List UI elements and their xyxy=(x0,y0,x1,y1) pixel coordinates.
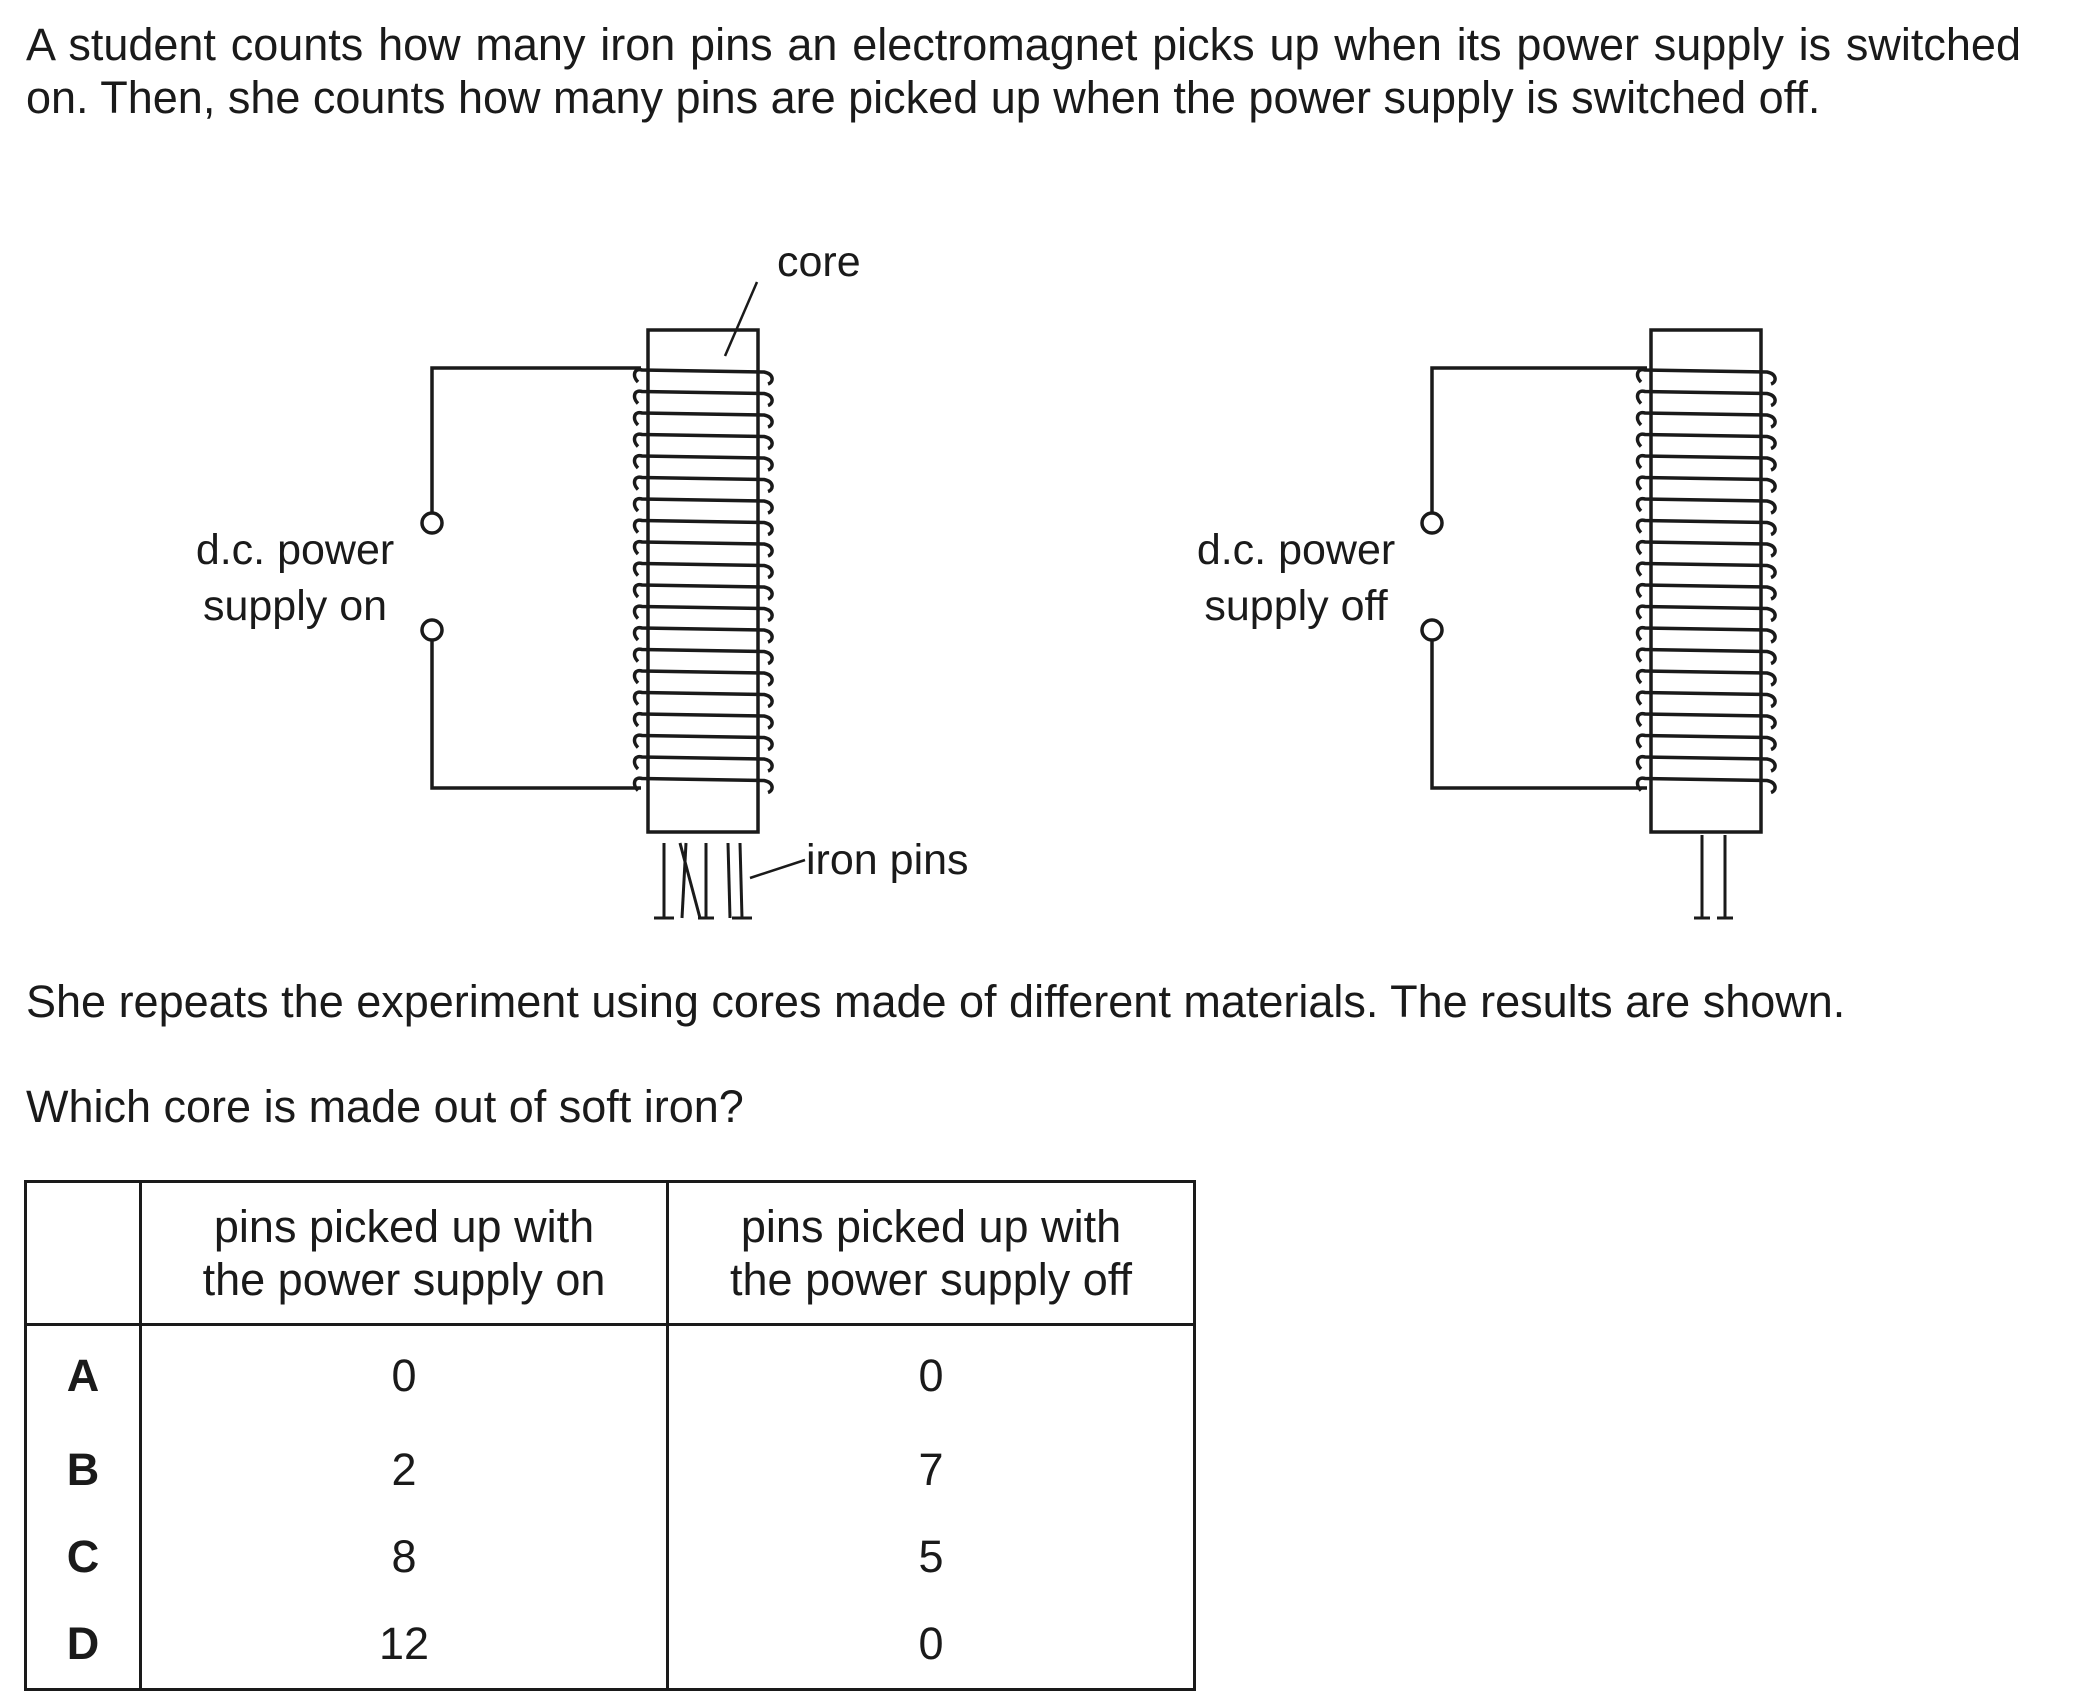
coil-turn xyxy=(632,690,774,709)
terminal-bottom-off xyxy=(1420,618,1444,642)
coil-turn xyxy=(632,453,774,472)
coil-turn xyxy=(1635,539,1777,558)
coil-turn xyxy=(632,389,774,408)
core-leader-line xyxy=(723,281,759,357)
table-row: C 8 5 xyxy=(24,1513,1196,1600)
coil-turn xyxy=(1635,475,1777,494)
circuit-off xyxy=(1420,328,1777,920)
coil-turn xyxy=(1635,582,1777,601)
table-row: B 2 7 xyxy=(24,1426,1196,1513)
coil-turn xyxy=(632,733,774,752)
pins-leader-line xyxy=(749,858,806,880)
wire-top-on xyxy=(430,366,641,512)
pins-off-cell: 5 xyxy=(666,1513,1196,1600)
coil-on xyxy=(632,367,774,795)
coil-turn xyxy=(632,754,774,773)
pins-on-cell: 8 xyxy=(139,1513,669,1600)
row-key: C xyxy=(24,1513,142,1600)
coil-turn xyxy=(632,561,774,580)
header-power-on-line2: the power supply on xyxy=(202,1254,606,1305)
coil-turn xyxy=(1635,733,1777,752)
coil-turn xyxy=(1635,367,1777,386)
coil-turn xyxy=(1635,561,1777,580)
header-key-cell xyxy=(24,1180,142,1326)
coil-turn xyxy=(632,711,774,730)
coil-turn xyxy=(1635,432,1777,451)
coil-turn xyxy=(1635,604,1777,623)
question-prompt: Which core is made out of soft iron? xyxy=(26,1081,744,1132)
supply-off-label-line1: d.c. power xyxy=(1197,526,1395,574)
coil-turn xyxy=(632,604,774,623)
coil-turn xyxy=(1635,668,1777,687)
header-row: pins picked up with the power supply on … xyxy=(24,1180,1196,1326)
coil-turn xyxy=(1635,647,1777,666)
coil-turn xyxy=(632,582,774,601)
terminal-bottom-on xyxy=(420,618,444,642)
coil-turn xyxy=(632,367,774,386)
supply-on-label-line1: d.c. power xyxy=(196,526,394,574)
coil-turn xyxy=(632,647,774,666)
circuit-on xyxy=(420,281,806,920)
iron-pins-off xyxy=(1694,835,1733,920)
coil-turn xyxy=(632,625,774,644)
coil-turn xyxy=(1635,754,1777,773)
coil-turn xyxy=(632,475,774,494)
header-power-off: pins picked up with the power supply off xyxy=(666,1180,1196,1326)
wire-top-off xyxy=(1430,366,1647,512)
coil-turn xyxy=(632,668,774,687)
coil-turn xyxy=(632,776,774,795)
coil-turn xyxy=(1635,410,1777,429)
supply-off-label-line2: supply off xyxy=(1204,582,1388,630)
coil-turn xyxy=(1635,711,1777,730)
pins-on-cell: 12 xyxy=(139,1600,669,1691)
wire-bottom-on xyxy=(430,641,641,790)
table-row: A 0 0 xyxy=(24,1323,1196,1426)
pins-off-cell: 7 xyxy=(666,1426,1196,1513)
coil-turn xyxy=(632,432,774,451)
header-power-on-line1: pins picked up with xyxy=(213,1201,595,1252)
coil-turn xyxy=(632,518,774,537)
coil-turn xyxy=(1635,690,1777,709)
pins-off-cell: 0 xyxy=(666,1323,1196,1426)
results-table: pins picked up with the power supply on … xyxy=(24,1180,1196,1691)
iron-pins-on xyxy=(654,842,752,920)
wire-bottom-off xyxy=(1430,641,1647,790)
coil-turn xyxy=(632,496,774,515)
supply-on-label-line2: supply on xyxy=(203,582,387,630)
terminal-top-off xyxy=(1420,511,1444,535)
coil-off xyxy=(1635,367,1777,795)
header-power-on: pins picked up with the power supply on xyxy=(139,1180,669,1326)
coil-turn xyxy=(1635,453,1777,472)
terminal-top-on xyxy=(420,511,444,535)
coil-turn xyxy=(1635,496,1777,515)
pins-on-cell: 2 xyxy=(139,1426,669,1513)
row-key: D xyxy=(24,1600,142,1691)
coil-turn xyxy=(1635,625,1777,644)
row-key: A xyxy=(24,1323,142,1426)
iron-pins-label: iron pins xyxy=(806,836,969,884)
coil-turn xyxy=(1635,776,1777,795)
coil-turn xyxy=(1635,518,1777,537)
row-key: B xyxy=(24,1426,142,1513)
repeat-text: She repeats the experiment using cores m… xyxy=(26,976,1846,1027)
table-row: D 12 0 xyxy=(24,1600,1196,1691)
pins-off-cell: 0 xyxy=(666,1600,1196,1691)
coil-turn xyxy=(632,410,774,429)
header-power-off-line2: the power supply off xyxy=(730,1254,1132,1305)
coil-turn xyxy=(1635,389,1777,408)
header-power-off-line1: pins picked up with xyxy=(740,1201,1122,1252)
question-intro: A student counts how many iron pins an e… xyxy=(26,19,2021,123)
pins-on-cell: 0 xyxy=(139,1323,669,1426)
core-label: core xyxy=(777,238,861,286)
coil-turn xyxy=(632,539,774,558)
electromagnet-diagram: core iron pins d.c. power supply on d.c.… xyxy=(196,238,1777,920)
